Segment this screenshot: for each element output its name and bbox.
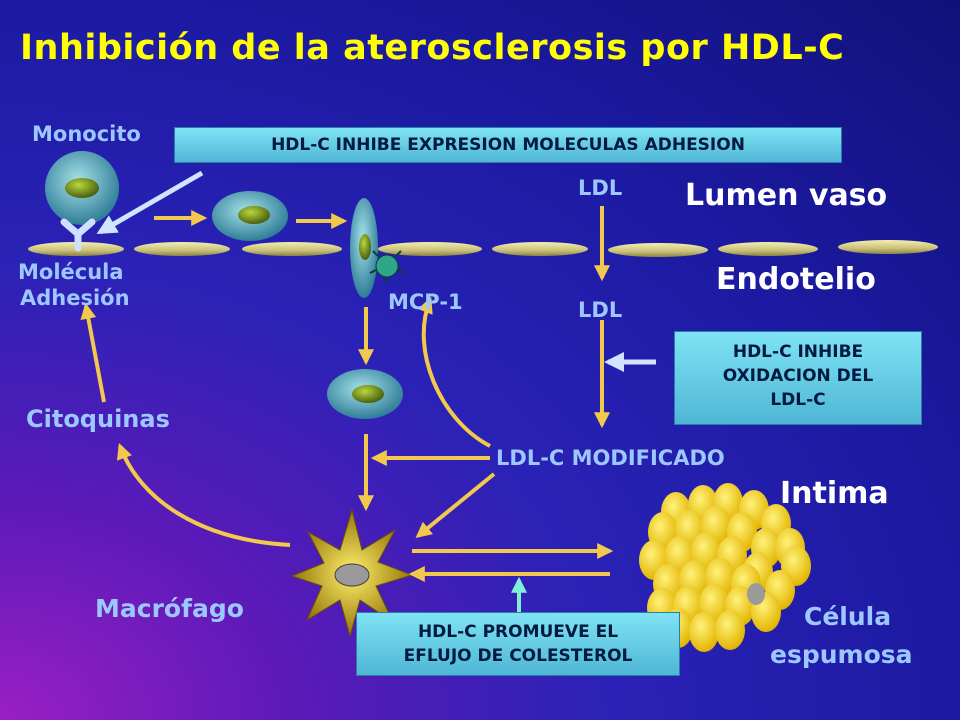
cholesterol-efflux-line2: EFLUJO DE COLESTEROL [403, 646, 633, 666]
oxidation-inhibition-box: HDL-C INHIBE OXIDACION DEL LDL-C [674, 331, 922, 425]
ldl-mid-label: LDL [578, 298, 623, 322]
adhesion-molecule-icon [60, 218, 96, 252]
foam-cell-label-line2: espumosa [770, 640, 913, 669]
vessel-lumen-label: Lumen vaso [685, 178, 888, 213]
endothelial-cell-icon [608, 243, 708, 257]
cholesterol-efflux-box: HDL-C PROMUEVE EL EFLUJO DE COLESTEROL [356, 612, 680, 676]
modified-ldl-label: LDL-C MODIFICADO [496, 446, 725, 470]
adhesion-inhibition-text: HDL-C INHIBE EXPRESION MOLECULAS ADHESIO… [271, 135, 745, 155]
intima-monocyte-icon [327, 369, 403, 419]
macrophage-icon [290, 508, 414, 638]
adhesion-inhibition-arrow [96, 170, 204, 235]
mcp1-label: MCP-1 [388, 290, 463, 314]
endothelial-cell-icon [492, 242, 588, 256]
cytokines-label: Citoquinas [26, 405, 170, 433]
oxidation-inhibition-line2: OXIDACION DEL [722, 366, 874, 386]
oxidation-inhibition-line1: HDL-C INHIBE [732, 342, 864, 362]
rolling-monocyte-icon [212, 191, 288, 241]
adhesion-molecule-label-line1: Molécula [18, 260, 124, 284]
slide-title: Inhibición de la aterosclerosis por HDL-… [20, 28, 845, 68]
monocyte-cell-icon [45, 151, 119, 225]
intima-label: Intima [780, 476, 889, 511]
endothelium-layer [28, 240, 938, 257]
adhesion-molecule-label-line2: Adhesión [20, 286, 130, 310]
transmigrating-monocyte-icon [350, 198, 378, 298]
adhesion-inhibition-box: HDL-C INHIBE EXPRESION MOLECULAS ADHESIO… [174, 127, 842, 163]
cholesterol-efflux-line1: HDL-C PROMUEVE EL [417, 622, 619, 642]
endothelial-cell-icon [838, 240, 938, 254]
mcp1-protein-icon [369, 250, 405, 283]
foam-cell-label-line1: Célula [804, 602, 892, 631]
monocyte-label: Monocito [32, 122, 141, 146]
endothelial-cell-icon [134, 242, 230, 256]
macrophage-label: Macrófago [95, 594, 244, 623]
pathway-arrows [80, 206, 614, 582]
endothelium-label: Endotelio [716, 262, 876, 297]
endothelial-cell-icon [242, 242, 342, 256]
ldl-top-label: LDL [578, 176, 623, 200]
oxidation-inhibition-line3: LDL-C [770, 390, 826, 410]
endothelial-cell-icon [718, 242, 818, 256]
endothelial-cell-icon [378, 242, 482, 256]
